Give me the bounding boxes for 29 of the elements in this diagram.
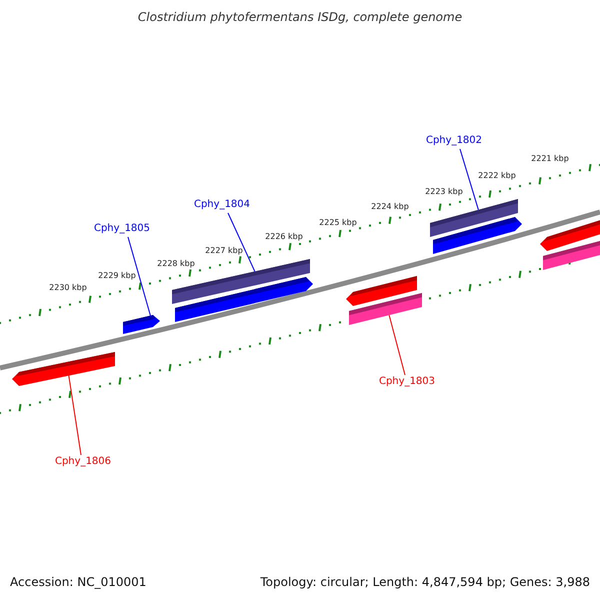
coding-sequence-feature (175, 277, 313, 322)
scale-label: 2225 kbp (319, 219, 357, 227)
coding-sequence-feature (433, 217, 522, 254)
gene-feature (349, 293, 422, 325)
leader-line (388, 314, 406, 376)
scale-label: 2228 kbp (157, 260, 195, 268)
scale-label: 2221 kbp (531, 155, 569, 163)
coding-sequence-feature (123, 315, 160, 334)
coding-sequence-feature (12, 352, 115, 386)
scale-label: 2222 kbp (478, 172, 516, 180)
accession-text: Accession: NC_010001 (10, 576, 146, 588)
gene-label: Cphy_1803 (378, 377, 436, 387)
scale-label: 2224 kbp (371, 203, 409, 211)
genome-info-text: Topology: circular; Length: 4,847,594 bp; Genes: 3,988 (260, 576, 590, 588)
scale-label: 2223 kbp (425, 188, 463, 196)
gene-label: Cphy_1804 (194, 200, 250, 210)
diagram-title: Clostridium phytofermentans ISDg, complete genome (138, 11, 462, 23)
gene-label: Cphy_1806 (54, 457, 112, 467)
leader-line (460, 148, 479, 210)
leader-line (68, 374, 82, 456)
gene-label: Cphy_1802 (426, 136, 482, 146)
gene-label: Cphy_1805 (94, 224, 150, 234)
scale-label: 2227 kbp (205, 247, 243, 255)
gene-feature (543, 240, 600, 270)
scale-label: 2226 kbp (265, 233, 303, 241)
scale-label: 2229 kbp (98, 272, 136, 280)
scale-label: 2230 kbp (49, 284, 87, 292)
leader-line (228, 212, 256, 272)
leader-line (128, 236, 152, 318)
